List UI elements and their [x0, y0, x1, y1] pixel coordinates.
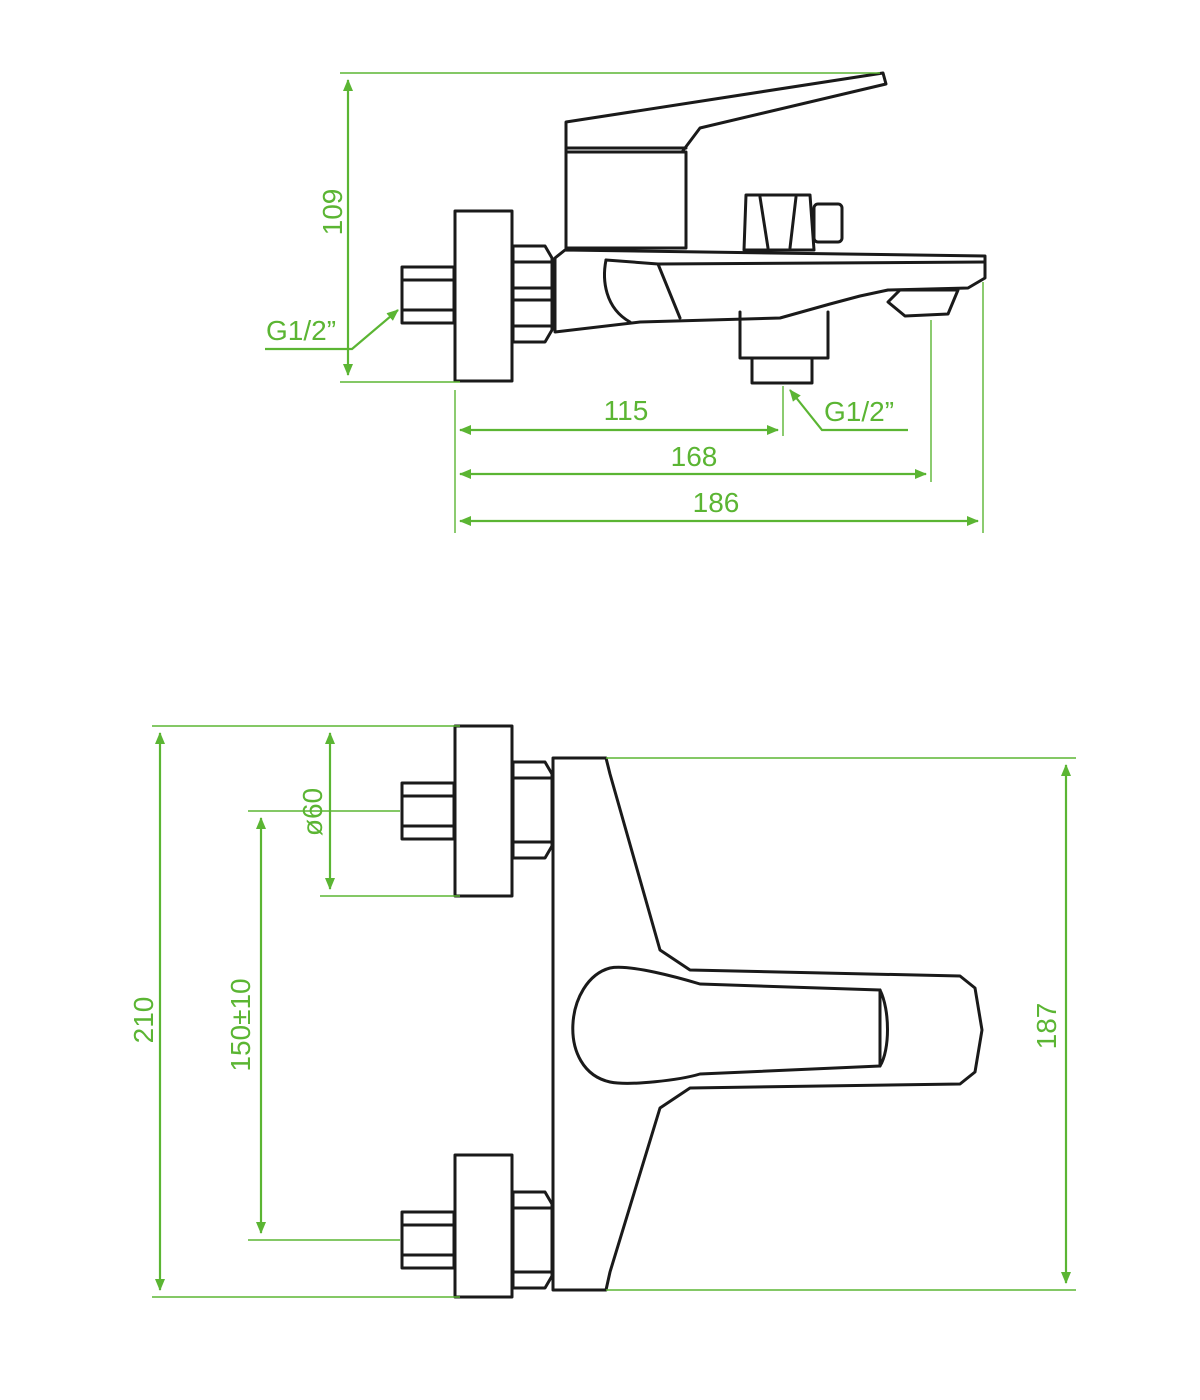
- total-height-label: 210: [128, 997, 159, 1044]
- side-view-dimensions: 109 G1/2” G1/2” 115 168 186: [265, 72, 984, 533]
- escutcheon: [453, 209, 514, 383]
- lower-inlet-nipple: [400, 1210, 456, 1270]
- diverter-knob: [742, 193, 816, 252]
- escutcheon-diameter-label: ø60: [297, 788, 328, 836]
- front-lever: [571, 965, 882, 1085]
- length-168-label: 168: [671, 441, 718, 472]
- inlet-thread-label: G1/2”: [266, 315, 336, 346]
- center-distance-label: 150±10: [225, 978, 256, 1071]
- length-186-label: 186: [693, 487, 740, 518]
- height-label: 109: [317, 189, 348, 236]
- spout-aerator: [886, 288, 960, 318]
- body-height-label: 187: [1031, 1003, 1062, 1050]
- side-view-drawing: [400, 71, 987, 385]
- lower-hex-nut: [511, 1190, 554, 1290]
- front-body: [551, 756, 984, 1292]
- outlet-leader: [789, 389, 908, 432]
- outlet-thread-label: G1/2”: [824, 396, 894, 427]
- mixer-body: [553, 248, 987, 334]
- front-view-dimensions: 210 150±10 ø60 187: [128, 725, 1076, 1298]
- lever-handle: [564, 71, 888, 154]
- upper-escutcheon: [453, 724, 514, 898]
- upper-hex-nut: [511, 760, 554, 860]
- front-view-drawing: [400, 724, 984, 1299]
- inlet-nipple: [400, 265, 456, 325]
- inlet-leader: [265, 309, 399, 351]
- hex-nut: [511, 244, 554, 344]
- cartridge-housing: [564, 150, 688, 250]
- upper-inlet-nipple: [400, 781, 456, 841]
- lower-escutcheon: [453, 1153, 514, 1299]
- length-115-label: 115: [604, 395, 649, 426]
